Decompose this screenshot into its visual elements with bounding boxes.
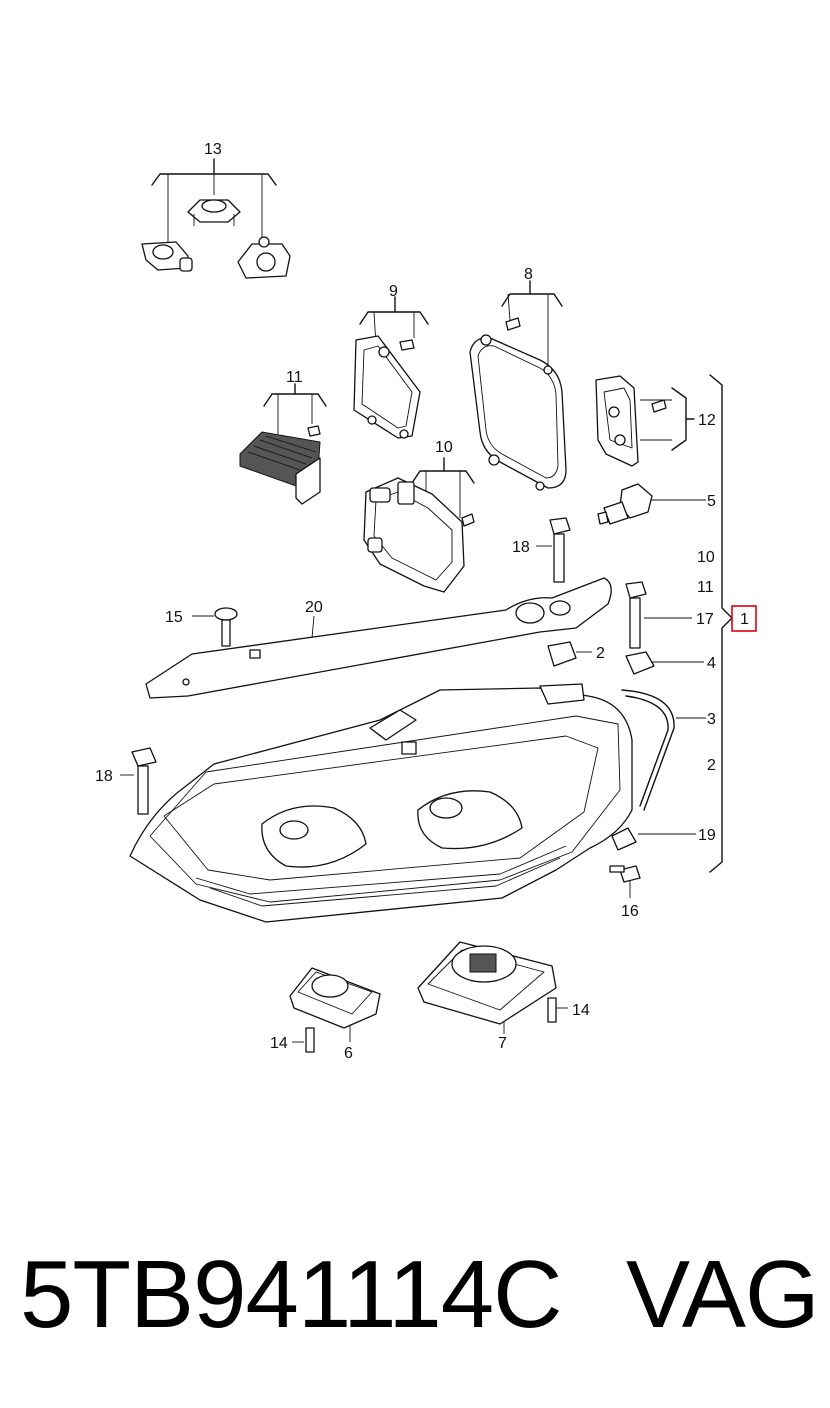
part-4-clip bbox=[625, 651, 704, 675]
callout-1: 1 bbox=[740, 611, 749, 628]
part-12-group bbox=[595, 375, 695, 467]
part-18-upper bbox=[536, 517, 571, 583]
callout-labels: 1 2 2 3 4 5 6 7 8 9 10 10 11 11 12 13 14… bbox=[95, 141, 749, 1062]
part-8-group bbox=[469, 280, 567, 491]
callout-11-set: 11 bbox=[697, 579, 714, 596]
part-1-bracket bbox=[709, 374, 757, 873]
brand-name: VAG bbox=[626, 1241, 820, 1348]
callout-18-lower: 18 bbox=[95, 768, 113, 785]
part-11-group bbox=[239, 383, 327, 505]
part-20-rail bbox=[145, 577, 612, 699]
callout-16: 16 bbox=[621, 903, 639, 920]
part-3-seal bbox=[621, 689, 706, 811]
callout-3: 3 bbox=[707, 711, 716, 728]
callout-18-upper: 18 bbox=[512, 539, 530, 556]
callout-12: 12 bbox=[698, 412, 716, 429]
part-9-group bbox=[353, 296, 429, 439]
callout-10-group: 10 bbox=[435, 439, 453, 456]
part-5-group bbox=[597, 483, 706, 525]
part-19-clip bbox=[611, 827, 696, 851]
part-2-clip bbox=[547, 641, 592, 667]
callout-19: 19 bbox=[698, 827, 716, 844]
footer-caption: 5TB941114C VAG bbox=[0, 1240, 830, 1360]
callout-2-set: 2 bbox=[707, 757, 716, 774]
part-7-ballast bbox=[417, 941, 568, 1034]
part-16-screw bbox=[609, 865, 641, 898]
callout-2-clip: 2 bbox=[596, 645, 605, 662]
part-15-screw bbox=[192, 607, 238, 647]
part-18-lower bbox=[120, 747, 157, 815]
part-10-group bbox=[363, 457, 475, 593]
callout-11-group: 11 bbox=[286, 369, 303, 386]
callout-13: 13 bbox=[204, 141, 222, 158]
part-number: 5TB941114C bbox=[20, 1241, 562, 1348]
callout-4: 4 bbox=[707, 655, 716, 672]
part-13-group bbox=[141, 158, 291, 279]
callout-14-left: 14 bbox=[270, 1035, 288, 1052]
callout-5: 5 bbox=[707, 493, 716, 510]
exploded-parts-diagram: 1 2 2 3 4 5 6 7 8 9 10 10 11 11 12 13 14… bbox=[95, 141, 757, 1062]
callout-10-set: 10 bbox=[697, 549, 715, 566]
part-17-bolt bbox=[625, 581, 692, 649]
callout-6: 6 bbox=[344, 1045, 353, 1062]
callout-15: 15 bbox=[165, 609, 183, 626]
callout-14-right: 14 bbox=[572, 1002, 590, 1019]
callout-9: 9 bbox=[389, 283, 398, 300]
part-6-ballast bbox=[289, 967, 381, 1053]
callout-20: 20 bbox=[305, 599, 323, 616]
callout-8: 8 bbox=[524, 266, 533, 283]
highlight-box bbox=[731, 605, 757, 632]
callout-7: 7 bbox=[498, 1035, 507, 1052]
part-1-headlamp bbox=[129, 683, 633, 923]
callout-17: 17 bbox=[696, 611, 714, 628]
